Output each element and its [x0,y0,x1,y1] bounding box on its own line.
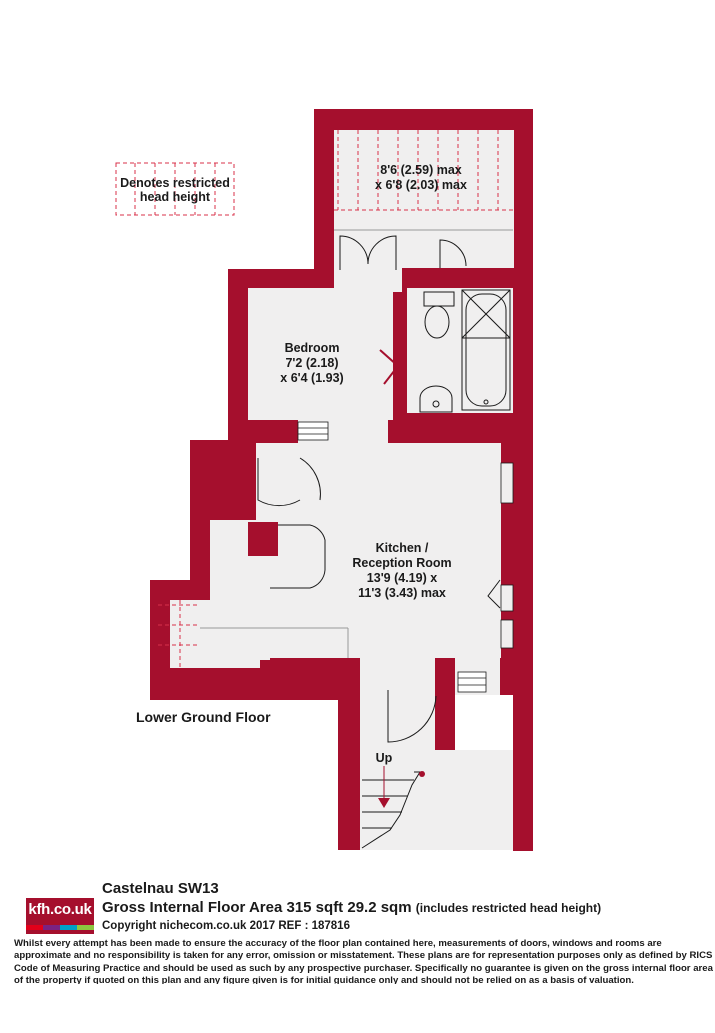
logo-text: kfh.co.uk [28,901,92,918]
kitchen-name-2: Reception Room [352,556,451,570]
storage-dim-2: x 6'8 (2.03) max [375,178,467,192]
floor-areas [170,130,514,850]
restricted-height-legend: Denotes restricted head height [115,162,235,216]
kitchen-label: Kitchen / Reception Room 13'9 (4.19) x 1… [352,541,451,600]
kitchen-dim-1: 13'9 (4.19) x [367,571,437,585]
stairs-up-label: Up [376,751,393,765]
disclaimer: Whilst every attempt has been made to en… [14,938,713,984]
bedroom-dim-1: 7'2 (2.18) [285,356,338,370]
legend-text-2: head height [140,190,211,204]
kitchen-counter [248,522,326,589]
logo-bar-segment [77,925,94,930]
floor-area-main: Gross Internal Floor Area 315 sqft 29.2 … [102,899,412,916]
copyright: Copyright nichecom.co.uk 2017 REF : 1878… [102,920,350,932]
storage-dim-1: 8'6 (2.59) max [380,163,462,177]
logo-color-bar [26,925,94,930]
windows [297,421,514,693]
logo-bar-segment [60,925,77,930]
kitchen-name-1: Kitchen / [376,541,429,555]
interior-lines [200,229,513,658]
bedroom-label: Bedroom 7'2 (2.18) x 6'4 (1.93) [280,341,343,385]
bedroom-name: Bedroom [285,341,340,355]
legend-text-1: Denotes restricted [120,176,230,190]
storage-label: 8'6 (2.59) max x 6'8 (2.03) max [375,163,467,192]
floor-area: Gross Internal Floor Area 315 sqft 29.2 … [102,899,601,916]
doors [257,235,501,743]
kitchen-dim-2: 11'3 (3.43) max [358,586,446,600]
logo-bar-segment [43,925,60,930]
floor-label: Lower Ground Floor [136,709,271,725]
logo-bar-segment [26,925,43,930]
bedroom-dim-2: x 6'4 (1.93) [280,371,343,385]
bathroom-fixtures [419,289,511,413]
property-address: Castelnau SW13 [102,880,219,897]
kfh-logo[interactable]: kfh.co.uk [26,898,94,934]
floor-area-note: (includes restricted head height) [415,901,602,915]
staircase[interactable] [361,766,425,849]
storage-restricted-hatch [158,130,513,668]
